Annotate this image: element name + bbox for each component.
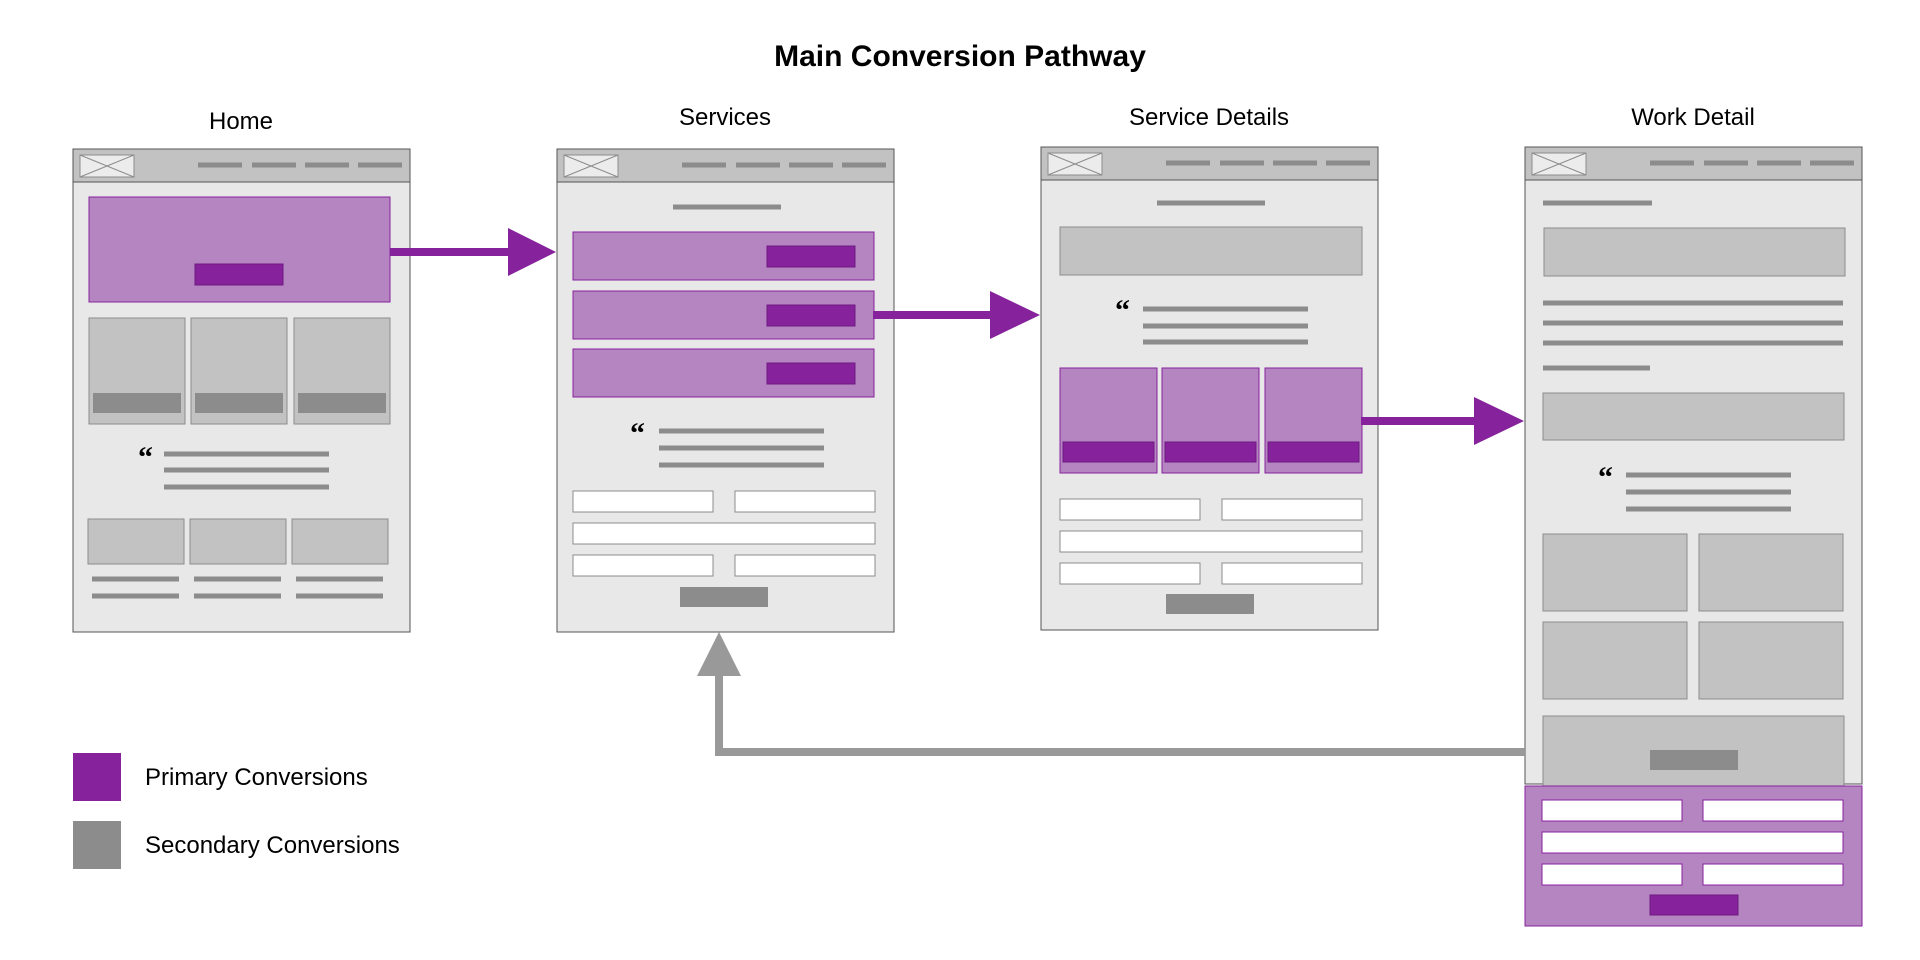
form-submit (1166, 594, 1254, 614)
quote-icon: “ (630, 417, 645, 450)
work-banner (1542, 392, 1845, 441)
page-label-home: Home (208, 108, 274, 135)
legend-label-secondary: Secondary Conversions (145, 832, 400, 859)
card-row (88, 317, 391, 425)
legend-swatch-primary (73, 753, 121, 801)
form-submit (680, 587, 768, 607)
quote-lines (1143, 306, 1308, 345)
wireframe-home: “ (72, 148, 411, 633)
cta-banner-button (1650, 750, 1738, 770)
wireframe-service-details: “ (1040, 146, 1379, 631)
page-label-service-details: Service Details (1128, 104, 1290, 131)
page-label-work-detail: Work Detail (1631, 104, 1755, 131)
detail-banner (1059, 226, 1363, 276)
hero-banner (88, 196, 391, 303)
footer-lines (92, 576, 383, 599)
service-rows (572, 231, 875, 398)
quote-icon: “ (1598, 461, 1613, 494)
arrow-work-to-services (697, 632, 1525, 756)
legend-swatch-secondary (73, 821, 121, 869)
quote-icon: “ (138, 441, 153, 474)
quote-lines (1626, 472, 1791, 512)
gallery-grid (1542, 533, 1844, 700)
form-fields (1059, 498, 1363, 585)
form-fields (572, 490, 876, 577)
logo-placeholder-icon (1047, 152, 1103, 176)
wireframe-services: “ (556, 148, 895, 633)
diagram-title: Main Conversion Pathway (774, 40, 1146, 73)
quote-lines (164, 451, 329, 490)
arrow-details-to-work (1361, 397, 1524, 445)
hero-cta (194, 263, 284, 286)
logo-placeholder-icon (1531, 152, 1587, 176)
legend-label-primary: Primary Conversions (145, 764, 368, 791)
quote-icon: “ (1115, 294, 1130, 327)
wireframe-work-detail: “ (1524, 146, 1863, 927)
quote-lines (659, 428, 824, 468)
logo-placeholder-icon (563, 154, 619, 178)
thumb-row (87, 518, 389, 565)
text-lines (1543, 300, 1843, 371)
arrow-home-to-services (390, 228, 556, 276)
offer-cards (1059, 367, 1363, 474)
page-label-services: Services (678, 104, 772, 131)
form-submit (1649, 894, 1739, 916)
arrow-services-to-details (873, 291, 1040, 339)
logo-placeholder-icon (79, 154, 135, 178)
form-fields (1541, 799, 1844, 886)
work-hero (1543, 227, 1846, 277)
